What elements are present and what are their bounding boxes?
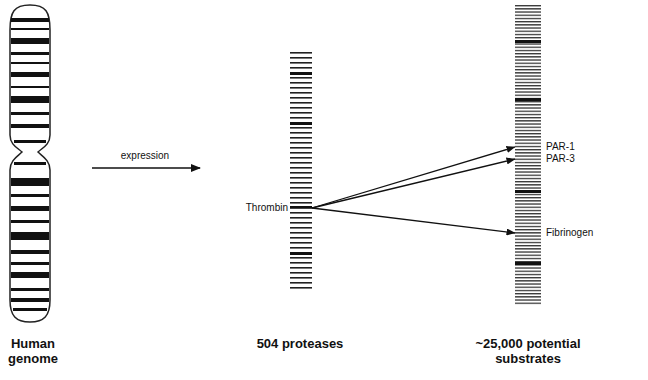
node-text: PAR-3 (546, 153, 615, 165)
substrate-band (515, 190, 541, 193)
column-caption: ~25,000 potential substrates (458, 336, 598, 366)
node-text: Thrombin (196, 201, 288, 215)
substrate-label: Fibrinogen (515, 227, 629, 239)
substrate-label: PAR-3 (515, 153, 615, 165)
chromosome-bands (11, 18, 49, 311)
column-caption: 504 proteases (245, 336, 355, 351)
node-text: Fibrinogen (546, 227, 629, 239)
substrate-label: PAR-1 (515, 141, 615, 153)
protease-band (290, 206, 312, 209)
substrate-band (515, 40, 541, 43)
cleavage-arrow (312, 208, 515, 233)
protease-band (290, 122, 312, 125)
substrate-ladder (515, 5, 541, 305)
node-text: PAR-1 (546, 141, 615, 153)
cleavage-arrow (312, 159, 515, 208)
protease-band (290, 252, 312, 255)
cleavage-arrow (312, 147, 515, 208)
expression-arrow (92, 167, 200, 169)
substrate-band (515, 98, 541, 101)
protease-band (290, 72, 312, 75)
chromosome (10, 5, 50, 322)
process-label: expression (100, 150, 190, 162)
substrate-band (515, 262, 541, 265)
column-caption: Human genome (0, 336, 66, 366)
protease-label: Thrombin (196, 201, 312, 215)
protease-ladder (290, 52, 312, 292)
